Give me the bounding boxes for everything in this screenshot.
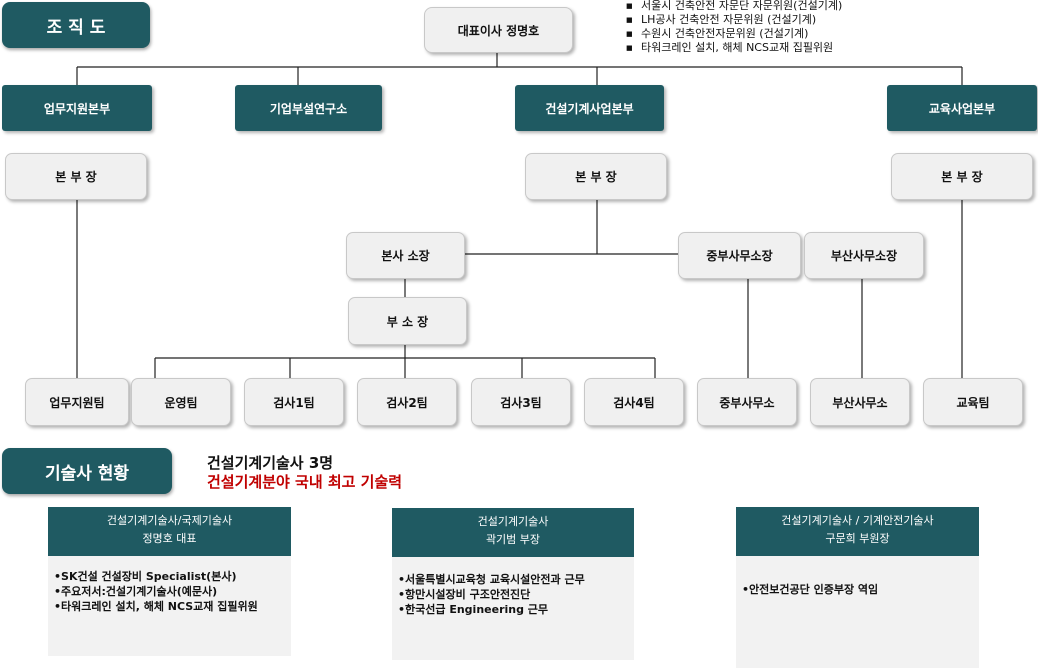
ceo-notes-list: 서울시 건축안전 자문단 자문위원(건설기계) LH공사 건축안전 자문위원 (… <box>623 0 883 55</box>
tech-subline: 건설기계분야 국내 최고 기술력 <box>207 473 403 491</box>
org-connectors <box>76 52 963 378</box>
tech-headline: 건설기계기술사 3명 <box>207 454 334 472</box>
engineer-card-1: 건설기계기술사/국제기술사 정명호 대표 •SK건설 건설장비 Speciali… <box>48 507 291 656</box>
team-busan-office: 부산사무소 <box>810 378 910 426</box>
team-inspection-2: 검사2팀 <box>357 378 457 426</box>
team-central-office: 중부사무소 <box>697 378 797 426</box>
card-header: 건설기계기술사 / 기계안전기술사 구문희 부원장 <box>736 507 979 556</box>
head-admin: 본 부 장 <box>5 153 147 200</box>
card-body: •안전보건공단 인증부장 역임 <box>736 556 979 668</box>
tech-section-tag: 기술사 현황 <box>2 448 172 494</box>
office-central-director: 중부사무소장 <box>678 232 801 279</box>
card-body: •SK건설 건설장비 Specialist(본사) •주요저서:건설기계기술사(… <box>48 556 291 656</box>
office-hq-director: 본사 소장 <box>346 232 465 279</box>
team-admin: 업무지원팀 <box>25 378 129 426</box>
card-body: •서울특별시교육청 교육시설안전과 근무 •항만시설장비 구조안전진단 •한국선… <box>392 557 634 660</box>
card-item: •항만시설장비 구조안전진단 <box>398 588 531 601</box>
ceo-note: LH공사 건축안전 자문위원 (건설기계) <box>626 13 883 27</box>
division-construction: 건설기계사업본부 <box>515 85 664 131</box>
card-person: 구문희 부원장 <box>825 532 890 545</box>
card-title: 건설기계기술사 <box>477 515 549 528</box>
head-education: 본 부 장 <box>891 153 1033 200</box>
engineer-card-2: 건설기계기술사 곽기범 부장 •서울특별시교육청 교육시설안전과 근무 •항만시… <box>392 508 634 660</box>
card-person: 곽기범 부장 <box>485 533 541 546</box>
ceo-note: 타워크레인 설치, 해체 NCS교재 집필위원 <box>626 41 883 55</box>
team-ops: 운영팀 <box>131 378 231 426</box>
ceo-note: 서울시 건축안전 자문단 자문위원(건설기계) <box>626 0 883 13</box>
team-inspection-3: 검사3팀 <box>471 378 571 426</box>
card-item: •서울특별시교육청 교육시설안전과 근무 <box>398 573 585 586</box>
office-busan-director: 부산사무소장 <box>804 232 924 279</box>
division-research: 기업부설연구소 <box>235 85 382 131</box>
card-item: •주요저서:건설기계기술사(예문사) <box>54 585 218 598</box>
division-education: 교육사업본부 <box>887 85 1037 131</box>
card-item: •한국선급 Engineering 근무 <box>398 603 549 616</box>
org-chart-section-tag: 조 직 도 <box>2 2 150 48</box>
team-inspection-1: 검사1팀 <box>244 378 344 426</box>
card-title: 건설기계기술사/국제기술사 <box>106 514 233 527</box>
head-construction: 본 부 장 <box>525 153 667 200</box>
team-education: 교육팀 <box>923 378 1023 426</box>
division-admin: 업무지원본부 <box>2 85 152 131</box>
card-person: 정명호 대표 <box>142 532 197 545</box>
card-item: •SK건설 건설장비 Specialist(본사) <box>54 570 237 583</box>
card-header: 건설기계기술사/국제기술사 정명호 대표 <box>48 507 291 556</box>
card-item: •타워크레인 설치, 해체 NCS교재 집필위원 <box>54 600 258 613</box>
ceo-note: 수원시 건축안전자문위원 (건설기계) <box>626 27 883 41</box>
card-header: 건설기계기술사 곽기범 부장 <box>392 508 634 557</box>
team-inspection-4: 검사4팀 <box>584 378 684 426</box>
deputy-director: 부 소 장 <box>348 297 467 345</box>
card-title: 건설기계기술사 / 기계안전기술사 <box>781 514 934 527</box>
engineer-card-3: 건설기계기술사 / 기계안전기술사 구문희 부원장 •안전보건공단 인증부장 역… <box>736 507 979 668</box>
card-item: •안전보건공단 인증부장 역임 <box>742 583 879 596</box>
ceo-box: 대표이사 정명호 <box>424 7 573 53</box>
